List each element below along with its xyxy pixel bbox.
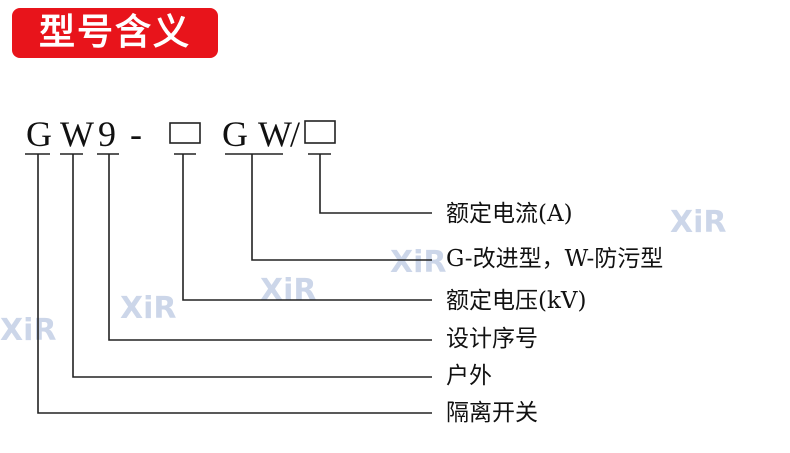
label-rated-current: 额定电流(A) [446, 201, 573, 227]
watermark-logo: XiR XiR XiR XiR XiR [0, 205, 727, 348]
label-disconnect-switch: 隔离开关 [446, 400, 538, 426]
leader-lines [37, 154, 432, 414]
svg-text:XiR: XiR [120, 291, 177, 326]
svg-text:XiR: XiR [0, 313, 57, 348]
code-char-g: G [26, 114, 52, 154]
label-rated-voltage: 额定电压(kV) [446, 288, 587, 314]
code-char-w2: W [258, 114, 292, 154]
code-char-w: W [60, 114, 94, 154]
page-title: 型号含义 [12, 8, 218, 58]
label-design-number: 设计序号 [446, 326, 538, 352]
code-char-slash: / [290, 114, 300, 154]
code-char-g2: G [222, 114, 248, 154]
voltage-placeholder-box [169, 122, 201, 144]
current-placeholder-box [304, 120, 336, 144]
svg-text:XiR: XiR [260, 273, 317, 308]
label-outdoor: 户外 [446, 363, 492, 389]
code-char-dash: - [130, 114, 142, 154]
code-char-9: 9 [98, 114, 116, 154]
svg-text:XiR: XiR [670, 205, 727, 240]
label-type-variant: G-改进型，W-防污型 [446, 246, 663, 272]
svg-text:XiR: XiR [390, 245, 447, 280]
